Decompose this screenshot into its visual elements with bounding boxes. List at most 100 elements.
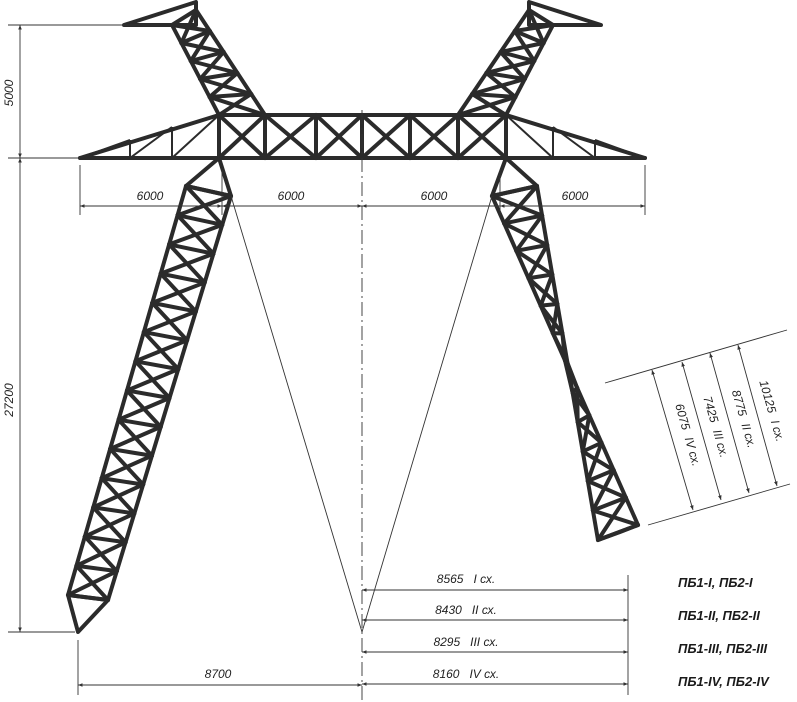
dim-leg-2: 8775II сх. xyxy=(729,388,759,449)
left-leg-strut xyxy=(91,505,137,516)
right-leg-brace xyxy=(585,479,628,500)
left-leg-strut xyxy=(133,359,181,372)
left-leg-brace xyxy=(74,540,128,568)
crossarm-end-brace xyxy=(505,114,554,159)
left-peak-brace xyxy=(188,29,212,63)
right-leg-brace xyxy=(590,508,640,527)
right-leg-brace xyxy=(580,413,592,454)
right-leg-strut xyxy=(502,213,545,226)
left-peak-strut xyxy=(179,29,212,45)
left-leg-strut xyxy=(167,242,216,256)
right-peak-chord-b xyxy=(456,8,531,117)
right-leg-brace xyxy=(502,221,550,247)
left-leg-brace xyxy=(66,569,119,597)
crossarm-end-brace xyxy=(171,114,220,159)
crossarm-end-brace xyxy=(79,139,131,159)
dim-height-main: 27200 xyxy=(2,383,16,418)
left-peak-tip xyxy=(122,0,198,27)
crossarm-brace xyxy=(456,113,508,160)
dim-leg-4: 6075IV сх. xyxy=(672,402,703,468)
guy-lines xyxy=(230,195,493,633)
crossarm-brace xyxy=(217,113,267,160)
left-leg-strut xyxy=(108,446,154,458)
left-leg-brace xyxy=(167,222,225,247)
left-leg-strut xyxy=(158,271,207,285)
dim-base-left: 8700 xyxy=(205,667,232,681)
width-dimensions: 6000 6000 6000 6000 xyxy=(79,165,646,215)
dim-width-4: 6000 xyxy=(562,189,589,203)
right-peak-chord-a xyxy=(504,23,555,117)
right-leg-brace xyxy=(585,440,604,483)
right-peak-brace xyxy=(470,92,508,117)
right-peak-brace xyxy=(470,77,527,96)
right-peak-strut xyxy=(512,29,546,45)
left-leg-strut xyxy=(150,300,198,314)
right-leg-brace xyxy=(575,385,580,424)
left-peak-brace xyxy=(217,92,254,117)
right-leg-strut xyxy=(590,495,628,513)
left-leg-brace xyxy=(125,367,181,393)
legend-item-3: ПБ1-III, ПБ2-III xyxy=(678,641,768,656)
leg-length-dimensions: 10125I сх. 8775II сх. 7425III сх. 6075IV… xyxy=(604,329,791,526)
crossarm-brace xyxy=(314,113,364,160)
left-leg-brace xyxy=(150,280,207,305)
right-leg-brace xyxy=(550,302,560,336)
right-leg-brace xyxy=(580,449,616,473)
right-leg-brace xyxy=(565,361,580,390)
left-peak-brace xyxy=(207,71,240,99)
crossarm-brace xyxy=(360,113,412,160)
right-leg-brace xyxy=(514,213,545,253)
left-leg-strut xyxy=(74,563,119,574)
left-leg-brace xyxy=(82,511,137,539)
vertical-dimensions: 5000 27200 xyxy=(2,24,160,633)
right-leg-brace xyxy=(563,358,575,395)
right-leg-head xyxy=(490,156,539,198)
left-leg-brace xyxy=(141,309,198,335)
dim-width-3: 6000 xyxy=(421,189,448,203)
right-peak-brace xyxy=(498,50,527,81)
left-peak-brace xyxy=(179,41,226,54)
left-leg-strut xyxy=(82,534,128,545)
right-leg-brace xyxy=(596,495,628,542)
right-leg-strut xyxy=(580,440,604,454)
left-peak-brace xyxy=(198,50,226,81)
right-leg-strut xyxy=(514,243,550,253)
crossarm-brace xyxy=(263,113,318,160)
left-leg-foot xyxy=(66,593,110,634)
right-peak-strut xyxy=(527,8,555,27)
right-leg-strut xyxy=(585,468,616,483)
left-peak-strut xyxy=(170,8,198,27)
left-peak-brace xyxy=(188,59,240,75)
right-leg-strut xyxy=(526,272,555,281)
crossarm-end-brace xyxy=(552,126,596,159)
crossarm-right-end xyxy=(504,113,647,160)
crossarm-left-end xyxy=(78,113,221,160)
left-peak-strut xyxy=(198,71,240,81)
right-leg-brace xyxy=(575,420,604,445)
right-leg-brace xyxy=(538,303,565,336)
dim-width-1: 6000 xyxy=(137,189,164,203)
left-leg-head xyxy=(184,156,233,198)
type-legend: ПБ1-I, ПБ2-I ПБ1-II, ПБ2-II ПБ1-III, ПБ2… xyxy=(678,575,770,689)
right-peak-brace xyxy=(498,41,546,54)
right-peak-strut xyxy=(484,71,527,81)
left-leg-brace xyxy=(99,453,154,481)
left-leg-strut xyxy=(175,213,225,227)
legend-item-4: ПБ1-IV, ПБ2-IV xyxy=(678,674,770,689)
right-leg-brace xyxy=(514,248,555,277)
crossarm-brace xyxy=(408,113,460,160)
left-leg-strut xyxy=(99,476,146,487)
left-leg-brace xyxy=(108,424,163,451)
left-leg-strut xyxy=(116,417,163,429)
left-leg-strut xyxy=(125,388,172,400)
right-leg-foot xyxy=(596,523,640,542)
left-peak-brace xyxy=(207,95,267,117)
dim-leg-1: 10125I сх. xyxy=(756,379,787,444)
right-leg-brace xyxy=(550,331,570,365)
right-peak-brace xyxy=(484,71,518,99)
